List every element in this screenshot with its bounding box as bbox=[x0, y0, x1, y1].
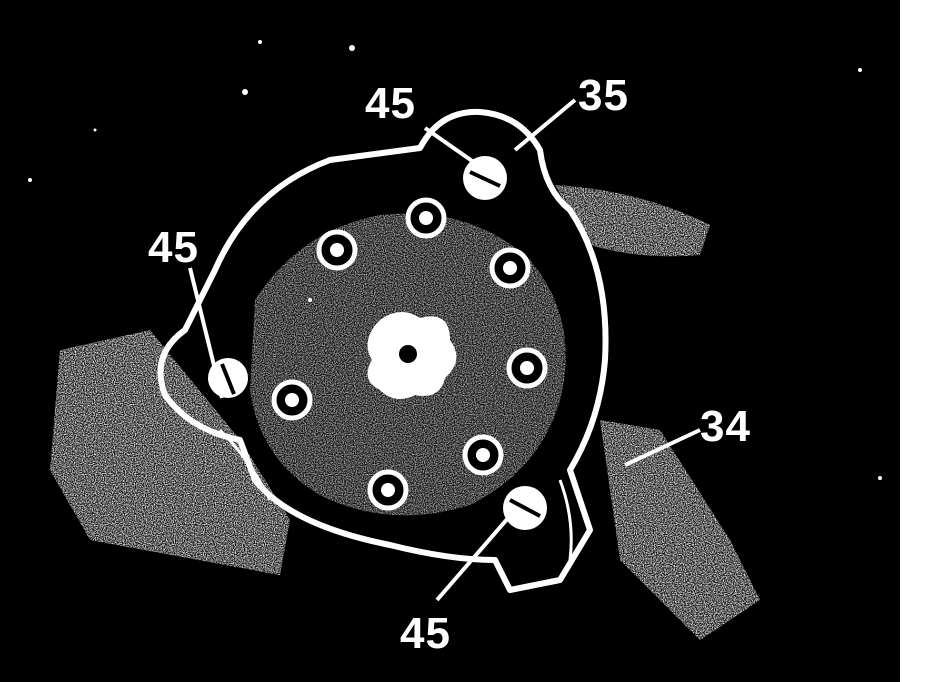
lower-right-patch bbox=[600, 420, 760, 640]
dust-specks bbox=[28, 40, 882, 480]
callout-34: 34 bbox=[700, 402, 751, 451]
distributor-cap-photo bbox=[28, 40, 882, 640]
upper-right-patch bbox=[555, 185, 710, 257]
terminal-centers bbox=[285, 211, 534, 497]
leader-lines bbox=[188, 98, 701, 602]
rotor-center bbox=[367, 311, 457, 399]
photo-scene: 45 35 45 34 45 bbox=[0, 0, 900, 682]
right-margin bbox=[900, 0, 928, 682]
left-hand-patch bbox=[50, 330, 290, 575]
cap-outline bbox=[157, 108, 609, 593]
callout-35: 35 bbox=[578, 71, 629, 120]
callout-45-left: 45 bbox=[148, 223, 199, 272]
background-patches bbox=[50, 185, 760, 640]
callout-45-top: 45 bbox=[365, 79, 416, 128]
callout-45-bottom: 45 bbox=[400, 609, 451, 658]
